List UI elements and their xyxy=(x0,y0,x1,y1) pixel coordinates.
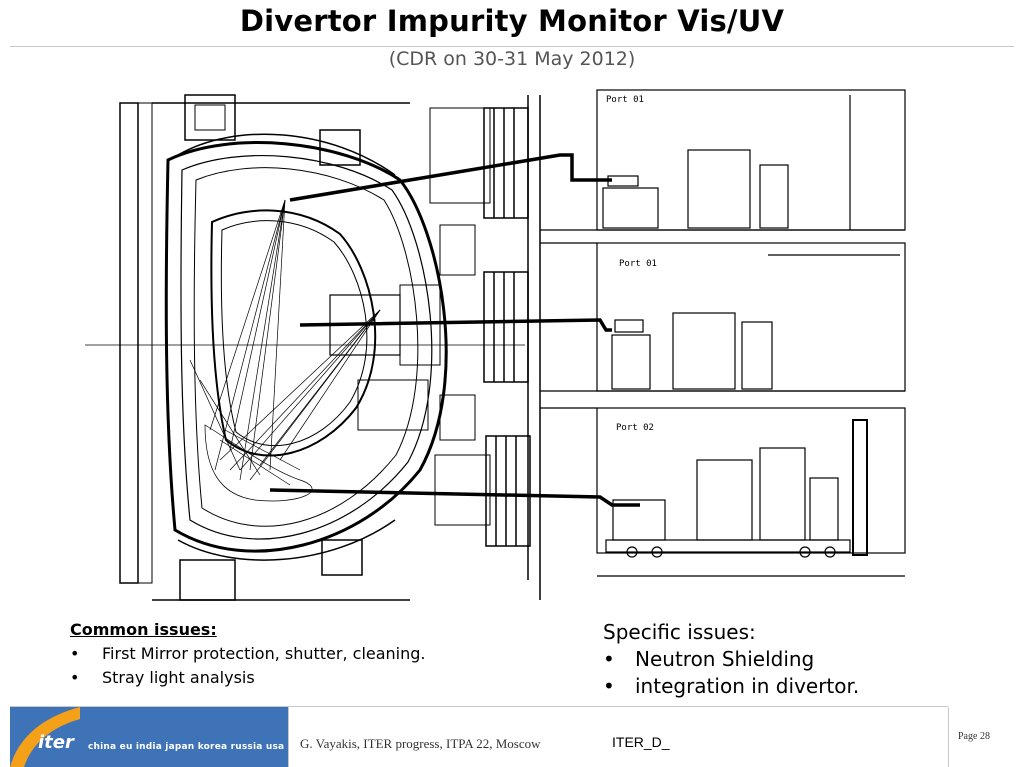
optical-paths xyxy=(269,153,640,507)
iter-logo-text: iter xyxy=(38,732,74,753)
slide-subtitle: (CDR on 30-31 May 2012) xyxy=(388,48,636,70)
common-issues-heading: Common issues: xyxy=(70,620,217,639)
presentation-credit: G. Vayakis, ITER progress, ITPA 22, Mosc… xyxy=(300,736,541,751)
page-number: Page 28 xyxy=(958,731,990,742)
footer-divider xyxy=(10,706,948,707)
specific-issue-item: Neutron Shielding xyxy=(603,646,859,673)
port-label-upper: Port 01 xyxy=(606,95,644,105)
specific-issues: Specific issues: Neutron Shielding integ… xyxy=(603,619,859,700)
document-id: ITER_D_ xyxy=(612,734,670,750)
page-separator xyxy=(948,707,949,767)
common-issue-item: First Mirror protection, shutter, cleani… xyxy=(70,642,426,666)
port-cells xyxy=(540,89,906,577)
specific-issue-item: integration in divertor. xyxy=(603,673,859,700)
port-interspace-blocks xyxy=(483,95,541,600)
slide-title: Divertor Impurity Monitor Vis/UV xyxy=(239,4,785,38)
sightline-fan xyxy=(189,199,381,502)
title-divider xyxy=(10,46,1014,47)
specific-issues-heading: Specific issues: xyxy=(603,620,756,644)
common-issues: Common issues: First Mirror protection, … xyxy=(70,618,426,690)
port-label-equatorial: Port 01 xyxy=(619,259,657,269)
port-label-lower: Port 02 xyxy=(616,423,654,433)
plasma-chamber xyxy=(164,141,448,553)
member-countries-tagline: china eu india japan korea russia usa xyxy=(88,742,285,752)
tokamak-cross-section-diagram: Port 01 Port 01 Port 02 xyxy=(85,89,906,601)
common-issue-item: Stray light analysis xyxy=(70,666,426,690)
footer-separator xyxy=(288,707,289,767)
iter-logo-icon xyxy=(10,707,80,767)
